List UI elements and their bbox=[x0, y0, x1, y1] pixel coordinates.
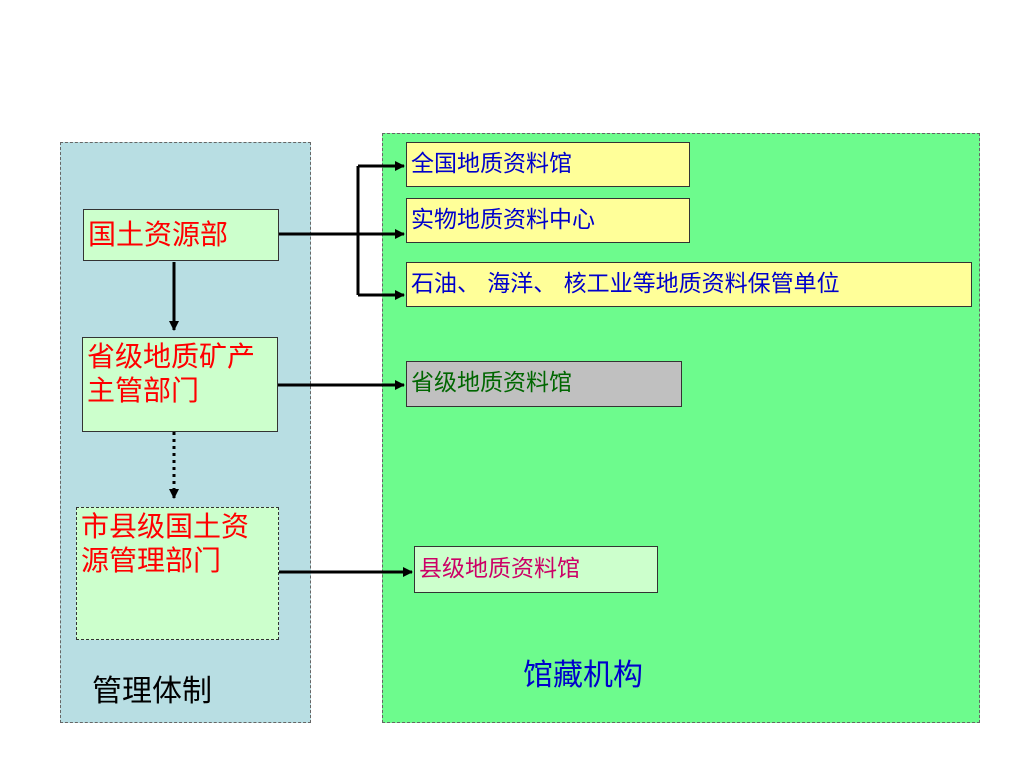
provincial-archive-box: 省级地质资料馆 bbox=[406, 361, 682, 407]
provincial-archive-label: 省级地质资料馆 bbox=[411, 370, 572, 397]
national-archive-box: 全国地质资料馆 bbox=[406, 142, 690, 187]
city-county-department-box: 市县级国土资源管理部门 bbox=[76, 507, 279, 640]
oil-ocean-nuclear-archive-label: 石油、 海洋、 核工业等地质资料保管单位 bbox=[411, 270, 840, 297]
national-archive-label: 全国地质资料馆 bbox=[411, 150, 572, 177]
physical-archive-box: 实物地质资料中心 bbox=[406, 198, 690, 243]
provincial-department-box: 省级地质矿产主管部门 bbox=[82, 337, 278, 432]
county-archive-label: 县级地质资料馆 bbox=[419, 555, 580, 582]
archive-institutions-title: 馆藏机构 bbox=[523, 658, 643, 693]
ministry-box: 国土资源部 bbox=[83, 209, 279, 261]
oil-ocean-nuclear-archive-box: 石油、 海洋、 核工业等地质资料保管单位 bbox=[406, 262, 972, 307]
city-county-department-label: 市县级国土资源管理部门 bbox=[81, 510, 250, 577]
physical-archive-label: 实物地质资料中心 bbox=[411, 206, 595, 233]
management-system-title: 管理体制 bbox=[92, 674, 212, 709]
ministry-label: 国土资源部 bbox=[88, 218, 229, 252]
county-archive-box: 县级地质资料馆 bbox=[414, 546, 658, 593]
provincial-department-label: 省级地质矿产主管部门 bbox=[87, 340, 256, 407]
